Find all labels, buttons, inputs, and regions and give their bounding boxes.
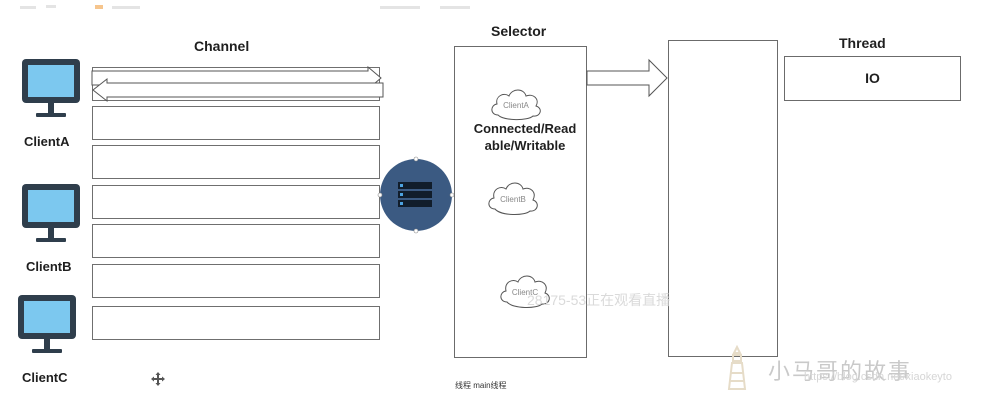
- svg-text:ClientB: ClientB: [500, 195, 526, 204]
- io-box: [784, 56, 961, 101]
- top-scan-marks: [20, 5, 470, 9]
- channel-row: [92, 306, 380, 340]
- state-line-1: Connected/Read: [473, 121, 577, 136]
- channel-row: [92, 264, 380, 298]
- lighthouse-icon: [727, 345, 747, 390]
- client-label-a: ClientA: [24, 134, 70, 149]
- bidirectional-arrows: [91, 66, 384, 103]
- channel-row: [92, 185, 380, 219]
- server-icon: [398, 182, 432, 207]
- channel-row: [92, 224, 380, 258]
- channel-row: [92, 145, 380, 179]
- monitor-icon: [22, 59, 80, 117]
- thread-title: Thread: [839, 35, 886, 51]
- selector-title: Selector: [491, 23, 547, 39]
- viewer-watermark: 28175-53正在观看直播: [527, 292, 671, 308]
- channel-title: Channel: [194, 38, 250, 54]
- selector-state-text: Connected/Read able/Writable: [466, 120, 584, 154]
- cloud-client-a: ClientA: [491, 89, 541, 121]
- url-watermark: https://blog.csdn.net/xiaokeyto: [804, 371, 952, 383]
- cloud-client-b: ClientB: [488, 182, 538, 215]
- channel-row: [92, 106, 380, 140]
- thread-pool-box: [668, 40, 778, 357]
- svg-text:ClientC: ClientC: [512, 288, 538, 297]
- brand-watermark: 小马哥的故事: [768, 360, 913, 385]
- client-label-b: ClientB: [26, 259, 72, 274]
- monitor-icon: [18, 295, 76, 353]
- selector-disc: [377, 156, 455, 234]
- move-cursor-icon: [151, 372, 165, 386]
- svg-text:ClientA: ClientA: [503, 101, 529, 110]
- client-label-c: ClientC: [22, 370, 68, 385]
- arrow-right-icon: [586, 58, 668, 98]
- state-line-2: able/Writable: [484, 138, 566, 153]
- monitor-icon: [22, 184, 80, 242]
- cloud-client-c: ClientC: [500, 275, 550, 308]
- io-label: IO: [865, 70, 880, 86]
- footer-note: 线程 main线程: [455, 381, 507, 390]
